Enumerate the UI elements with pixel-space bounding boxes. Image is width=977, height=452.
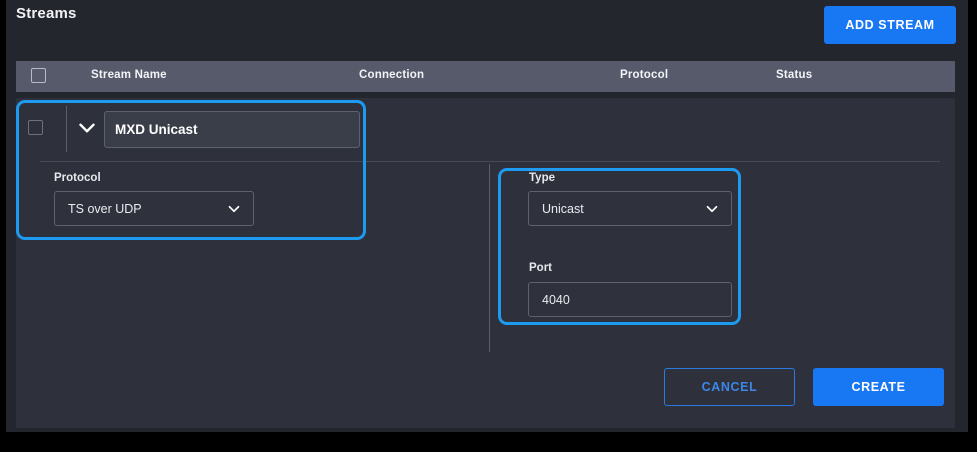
cancel-button[interactable]: CANCEL — [664, 368, 795, 406]
column-header-status[interactable]: Status — [776, 69, 813, 81]
row-divider — [66, 106, 67, 152]
table-header-row: Stream Name Connection Protocol Status — [16, 61, 955, 92]
column-header-connection[interactable]: Connection — [359, 69, 425, 81]
streams-app-panel: Streams ADD STREAM Stream Name Connectio… — [6, 0, 968, 432]
port-input[interactable] — [528, 282, 732, 317]
column-header-stream-name[interactable]: Stream Name — [91, 69, 167, 81]
type-chevron-down-icon — [703, 200, 721, 218]
add-stream-button[interactable]: ADD STREAM — [824, 6, 956, 44]
port-label: Port — [529, 262, 552, 274]
row-expand-chevron-down-icon[interactable] — [74, 115, 100, 141]
page-title: Streams — [16, 5, 77, 22]
top-bar: Streams ADD STREAM — [6, 0, 968, 52]
section-divider — [40, 161, 940, 162]
column-header-protocol[interactable]: Protocol — [620, 69, 669, 81]
row-select-checkbox[interactable] — [28, 120, 43, 135]
column-divider — [489, 164, 490, 352]
type-label: Type — [529, 172, 555, 184]
stream-row-expanded-card: Protocol TS over UDP Type Unicast — [16, 98, 955, 428]
stream-row-header — [16, 98, 955, 161]
type-select[interactable]: Unicast — [528, 191, 732, 226]
protocol-select-value: TS over UDP — [68, 201, 142, 216]
protocol-chevron-down-icon — [225, 200, 243, 218]
protocol-label: Protocol — [54, 172, 101, 184]
select-all-checkbox[interactable] — [31, 68, 46, 83]
stream-name-input[interactable] — [104, 111, 360, 148]
create-button[interactable]: CREATE — [813, 368, 944, 406]
type-select-value: Unicast — [542, 201, 584, 216]
protocol-select[interactable]: TS over UDP — [54, 191, 254, 226]
